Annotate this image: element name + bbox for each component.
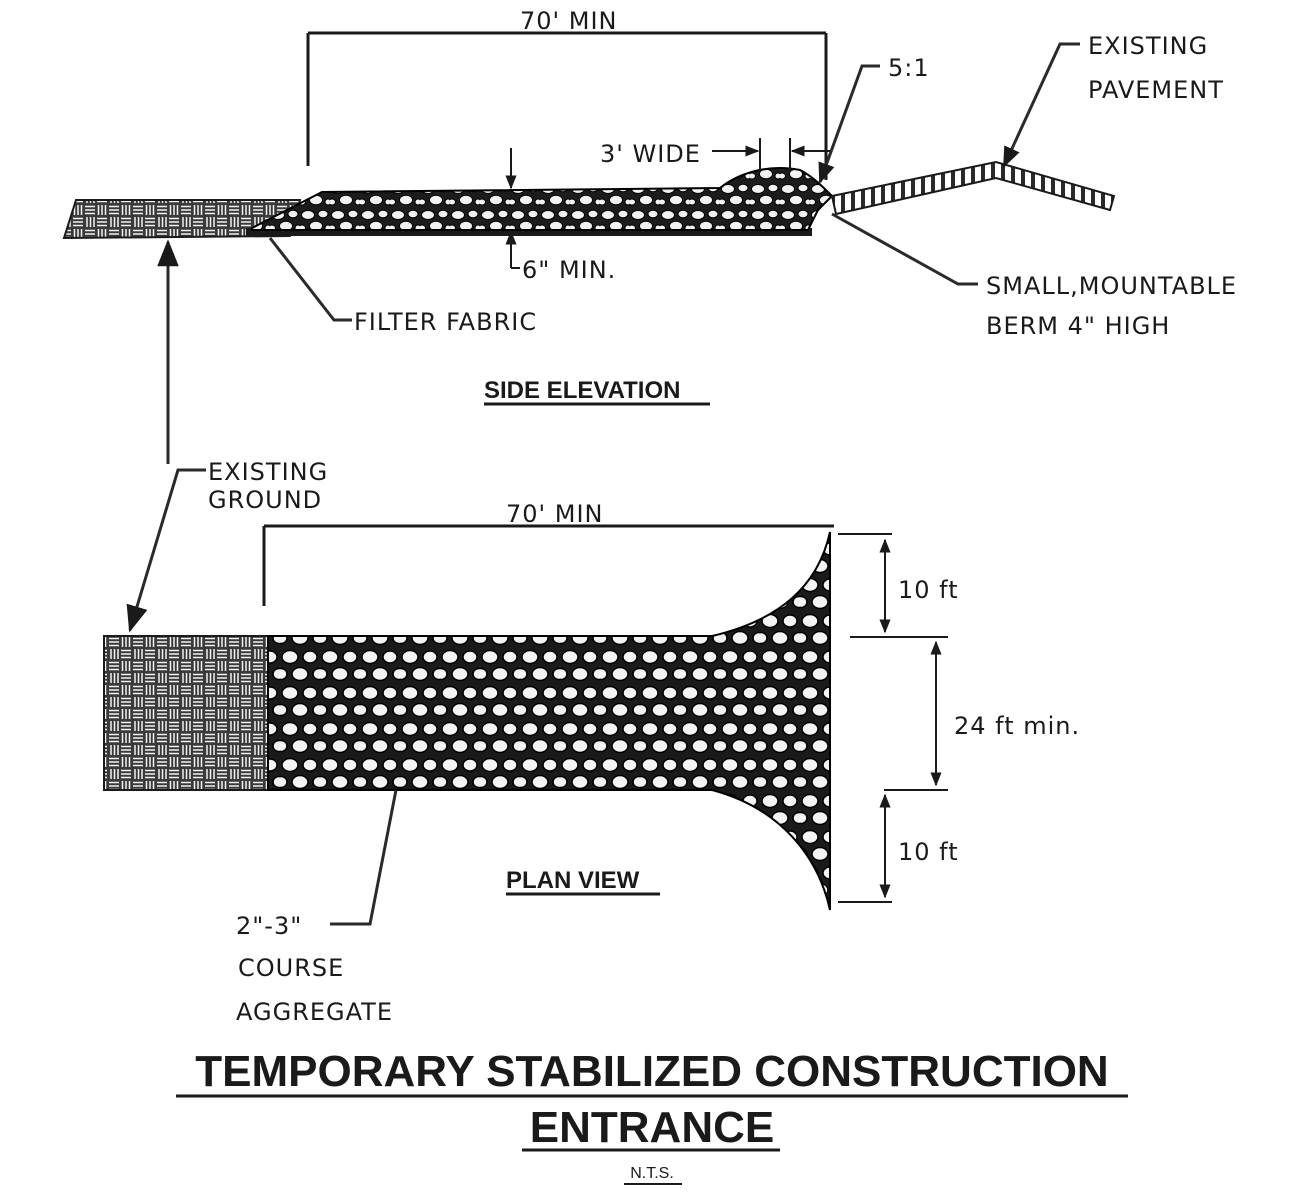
side-length-label: 70' MIN xyxy=(520,7,618,35)
berm-label-line1: SMALL,MOUNTABLE xyxy=(986,272,1237,300)
plan-view: 70' MIN 10 ft 24 ft min. 10 ft PLAN VIEW… xyxy=(103,500,1080,1026)
dim-top-label: 10 ft xyxy=(898,576,959,604)
existing-ground-callout: EXISTING GROUND xyxy=(126,239,328,633)
berm-label-line2: BERM 4" HIGH xyxy=(986,312,1170,340)
dim-bottom-label: 10 ft xyxy=(898,838,959,866)
drawing-title-block: TEMPORARY STABILIZED CONSTRUCTION ENTRAN… xyxy=(176,1047,1128,1185)
side-elevation: 70' MIN 5:1 EXISTING PAVEMENT 3' WIDE 6"… xyxy=(62,7,1237,406)
aggregate-section xyxy=(251,167,834,231)
plan-length-label: 70' MIN xyxy=(506,500,604,528)
title-line2: ENTRANCE xyxy=(530,1103,774,1152)
plan-view-heading: PLAN VIEW xyxy=(506,867,640,894)
pavement-leader xyxy=(1002,42,1080,168)
plan-aggregate-pad xyxy=(267,531,831,911)
existing-pavement-strip xyxy=(830,160,1116,216)
dim-mid-label: 24 ft min. xyxy=(954,712,1080,740)
ground-label-line1: EXISTING xyxy=(208,458,328,486)
slope-label: 5:1 xyxy=(888,54,930,82)
aggregate-label-line3: AGGREGATE xyxy=(236,998,393,1026)
wide-label: 3' WIDE xyxy=(600,140,701,168)
plan-existing-ground xyxy=(103,635,271,791)
aggregate-leader xyxy=(330,789,398,926)
aggregate-label-line2: COURSE xyxy=(238,954,344,982)
slope-leader xyxy=(818,64,880,184)
ground-label-line2: GROUND xyxy=(208,486,322,514)
filter-fabric-layer xyxy=(246,228,812,236)
filter-fabric-leader xyxy=(268,237,352,322)
ground-arrow-down xyxy=(126,468,206,633)
pavement-label-line2: PAVEMENT xyxy=(1088,76,1224,104)
filter-fabric-label: FILTER FABRIC xyxy=(354,308,537,336)
scale-note: N.T.S. xyxy=(630,1165,674,1182)
side-elevation-heading: SIDE ELEVATION xyxy=(484,377,680,404)
aggregate-label-line1: 2"-3" xyxy=(236,912,302,940)
title-line1: TEMPORARY STABILIZED CONSTRUCTION xyxy=(195,1047,1108,1096)
berm-leader xyxy=(831,212,978,286)
pavement-label-line1: EXISTING xyxy=(1088,32,1208,60)
depth-label: 6" MIN. xyxy=(522,256,616,284)
